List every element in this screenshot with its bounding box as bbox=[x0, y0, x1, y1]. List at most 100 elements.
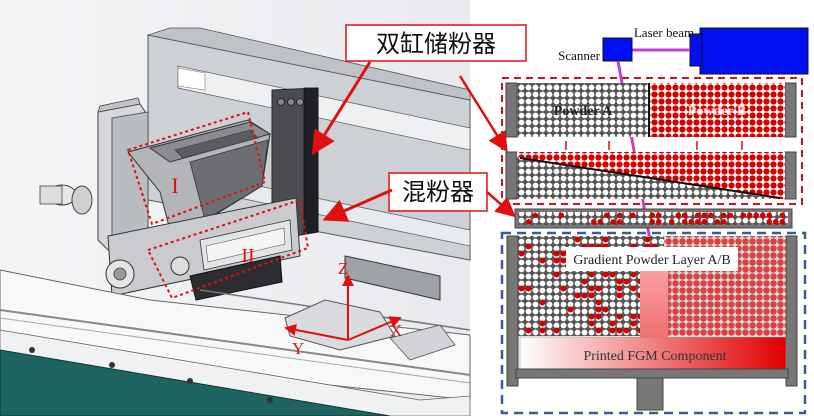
laser-beam-label: Laser beam bbox=[634, 25, 694, 40]
storage-wall-left bbox=[505, 82, 518, 138]
mixer-red-particles bbox=[525, 212, 786, 225]
region-i-outline bbox=[126, 110, 267, 226]
callout-mixer-label: 混粉器 bbox=[402, 178, 474, 206]
red-particle bbox=[630, 271, 637, 278]
red-particle bbox=[701, 212, 708, 219]
y-axis-label: Y bbox=[292, 339, 304, 358]
base-table bbox=[0, 269, 471, 401]
callout-storage: 双缸储粉器 bbox=[311, 24, 527, 156]
red-particle bbox=[766, 218, 773, 225]
red-particle bbox=[616, 212, 623, 219]
red-particle bbox=[740, 212, 747, 219]
red-particle bbox=[644, 236, 651, 243]
vent-grille bbox=[344, 255, 441, 301]
red-particle bbox=[609, 327, 616, 334]
red-particle bbox=[675, 212, 682, 219]
red-particle bbox=[609, 271, 616, 278]
build-wall-right bbox=[785, 235, 798, 387]
red-particle bbox=[539, 327, 546, 334]
callout-mixer-arrow-right bbox=[486, 191, 516, 218]
red-particle bbox=[649, 212, 656, 219]
red-particle bbox=[588, 285, 595, 292]
red-particle bbox=[616, 285, 623, 292]
red-particle bbox=[595, 313, 602, 320]
red-particle bbox=[616, 327, 623, 334]
red-particle bbox=[688, 218, 695, 225]
red-particle bbox=[558, 212, 565, 219]
red-particle bbox=[616, 278, 623, 285]
wedge-divider bbox=[519, 157, 781, 199]
red-particle bbox=[553, 250, 560, 257]
red-particle bbox=[560, 285, 567, 292]
schematic: Laser beam Scanner Powder A Powder B bbox=[500, 25, 809, 415]
red-particle bbox=[630, 313, 637, 320]
callout-mixer-arrow-left bbox=[322, 188, 393, 222]
red-particle bbox=[581, 292, 588, 299]
back-plate-top-rail bbox=[146, 27, 471, 101]
scanner-label: Scanner bbox=[558, 48, 601, 63]
powder-b-label: Powder B bbox=[688, 104, 746, 119]
scanner-box bbox=[602, 37, 633, 62]
callout-storage-label: 双缸储粉器 bbox=[376, 30, 496, 58]
build-region-outline bbox=[500, 231, 807, 415]
red-particle bbox=[616, 313, 623, 320]
region-i-label: I bbox=[171, 173, 178, 198]
callout-storage-arrow-left bbox=[311, 61, 372, 156]
red-particle bbox=[588, 271, 595, 278]
red-particle bbox=[539, 257, 546, 264]
feed-arrows bbox=[565, 141, 743, 150]
red-particle bbox=[525, 285, 532, 292]
coordinate-axes: Z Y X bbox=[284, 259, 402, 358]
red-particle bbox=[655, 212, 662, 219]
red-particle bbox=[616, 218, 623, 225]
red-particle bbox=[595, 327, 602, 334]
red-particle bbox=[553, 271, 560, 278]
red-particle bbox=[560, 250, 567, 257]
red-particle bbox=[595, 285, 602, 292]
storage-wall-right bbox=[784, 82, 797, 138]
red-particle bbox=[681, 212, 688, 219]
red-particle bbox=[602, 271, 609, 278]
red-particle bbox=[609, 320, 616, 327]
red-particle bbox=[766, 212, 773, 219]
red-particle bbox=[629, 212, 636, 219]
y-axis bbox=[284, 324, 349, 341]
fgm-component-label: Printed FGM Component bbox=[583, 349, 726, 364]
red-particle bbox=[518, 250, 525, 257]
red-particle bbox=[694, 212, 701, 219]
build-wall-left bbox=[506, 235, 519, 387]
red-particle bbox=[694, 218, 701, 225]
build-opening bbox=[284, 299, 396, 351]
laser-source bbox=[699, 27, 809, 75]
callout-storage-arrow-right bbox=[458, 75, 508, 153]
red-particle bbox=[630, 285, 637, 292]
red-particle bbox=[779, 212, 786, 219]
red-particle bbox=[720, 212, 727, 219]
red-particle bbox=[727, 212, 734, 219]
build-plate bbox=[515, 368, 789, 379]
red-particle bbox=[595, 306, 602, 313]
red-particle bbox=[539, 320, 546, 327]
region-ii-label: II bbox=[241, 245, 254, 267]
red-particle bbox=[553, 327, 560, 334]
red-particle bbox=[539, 299, 546, 306]
red-particle bbox=[602, 236, 609, 243]
red-particle bbox=[574, 236, 581, 243]
red-particle bbox=[595, 299, 602, 306]
red-particle bbox=[681, 218, 688, 225]
red-particle bbox=[707, 212, 714, 219]
red-particle bbox=[574, 292, 581, 299]
red-particle bbox=[623, 327, 630, 334]
storage-region-outline bbox=[501, 77, 803, 205]
red-particle bbox=[610, 218, 617, 225]
red-particle bbox=[779, 218, 786, 225]
red-particle bbox=[567, 306, 574, 313]
red-particle bbox=[518, 285, 525, 292]
x-axis bbox=[347, 316, 402, 341]
red-particle bbox=[553, 257, 560, 264]
red-particle bbox=[590, 218, 597, 225]
powder-a-label: Powder A bbox=[554, 104, 613, 119]
gradient-layer-label: Gradient Powder Layer A/B bbox=[573, 253, 730, 268]
red-particle bbox=[588, 292, 595, 299]
